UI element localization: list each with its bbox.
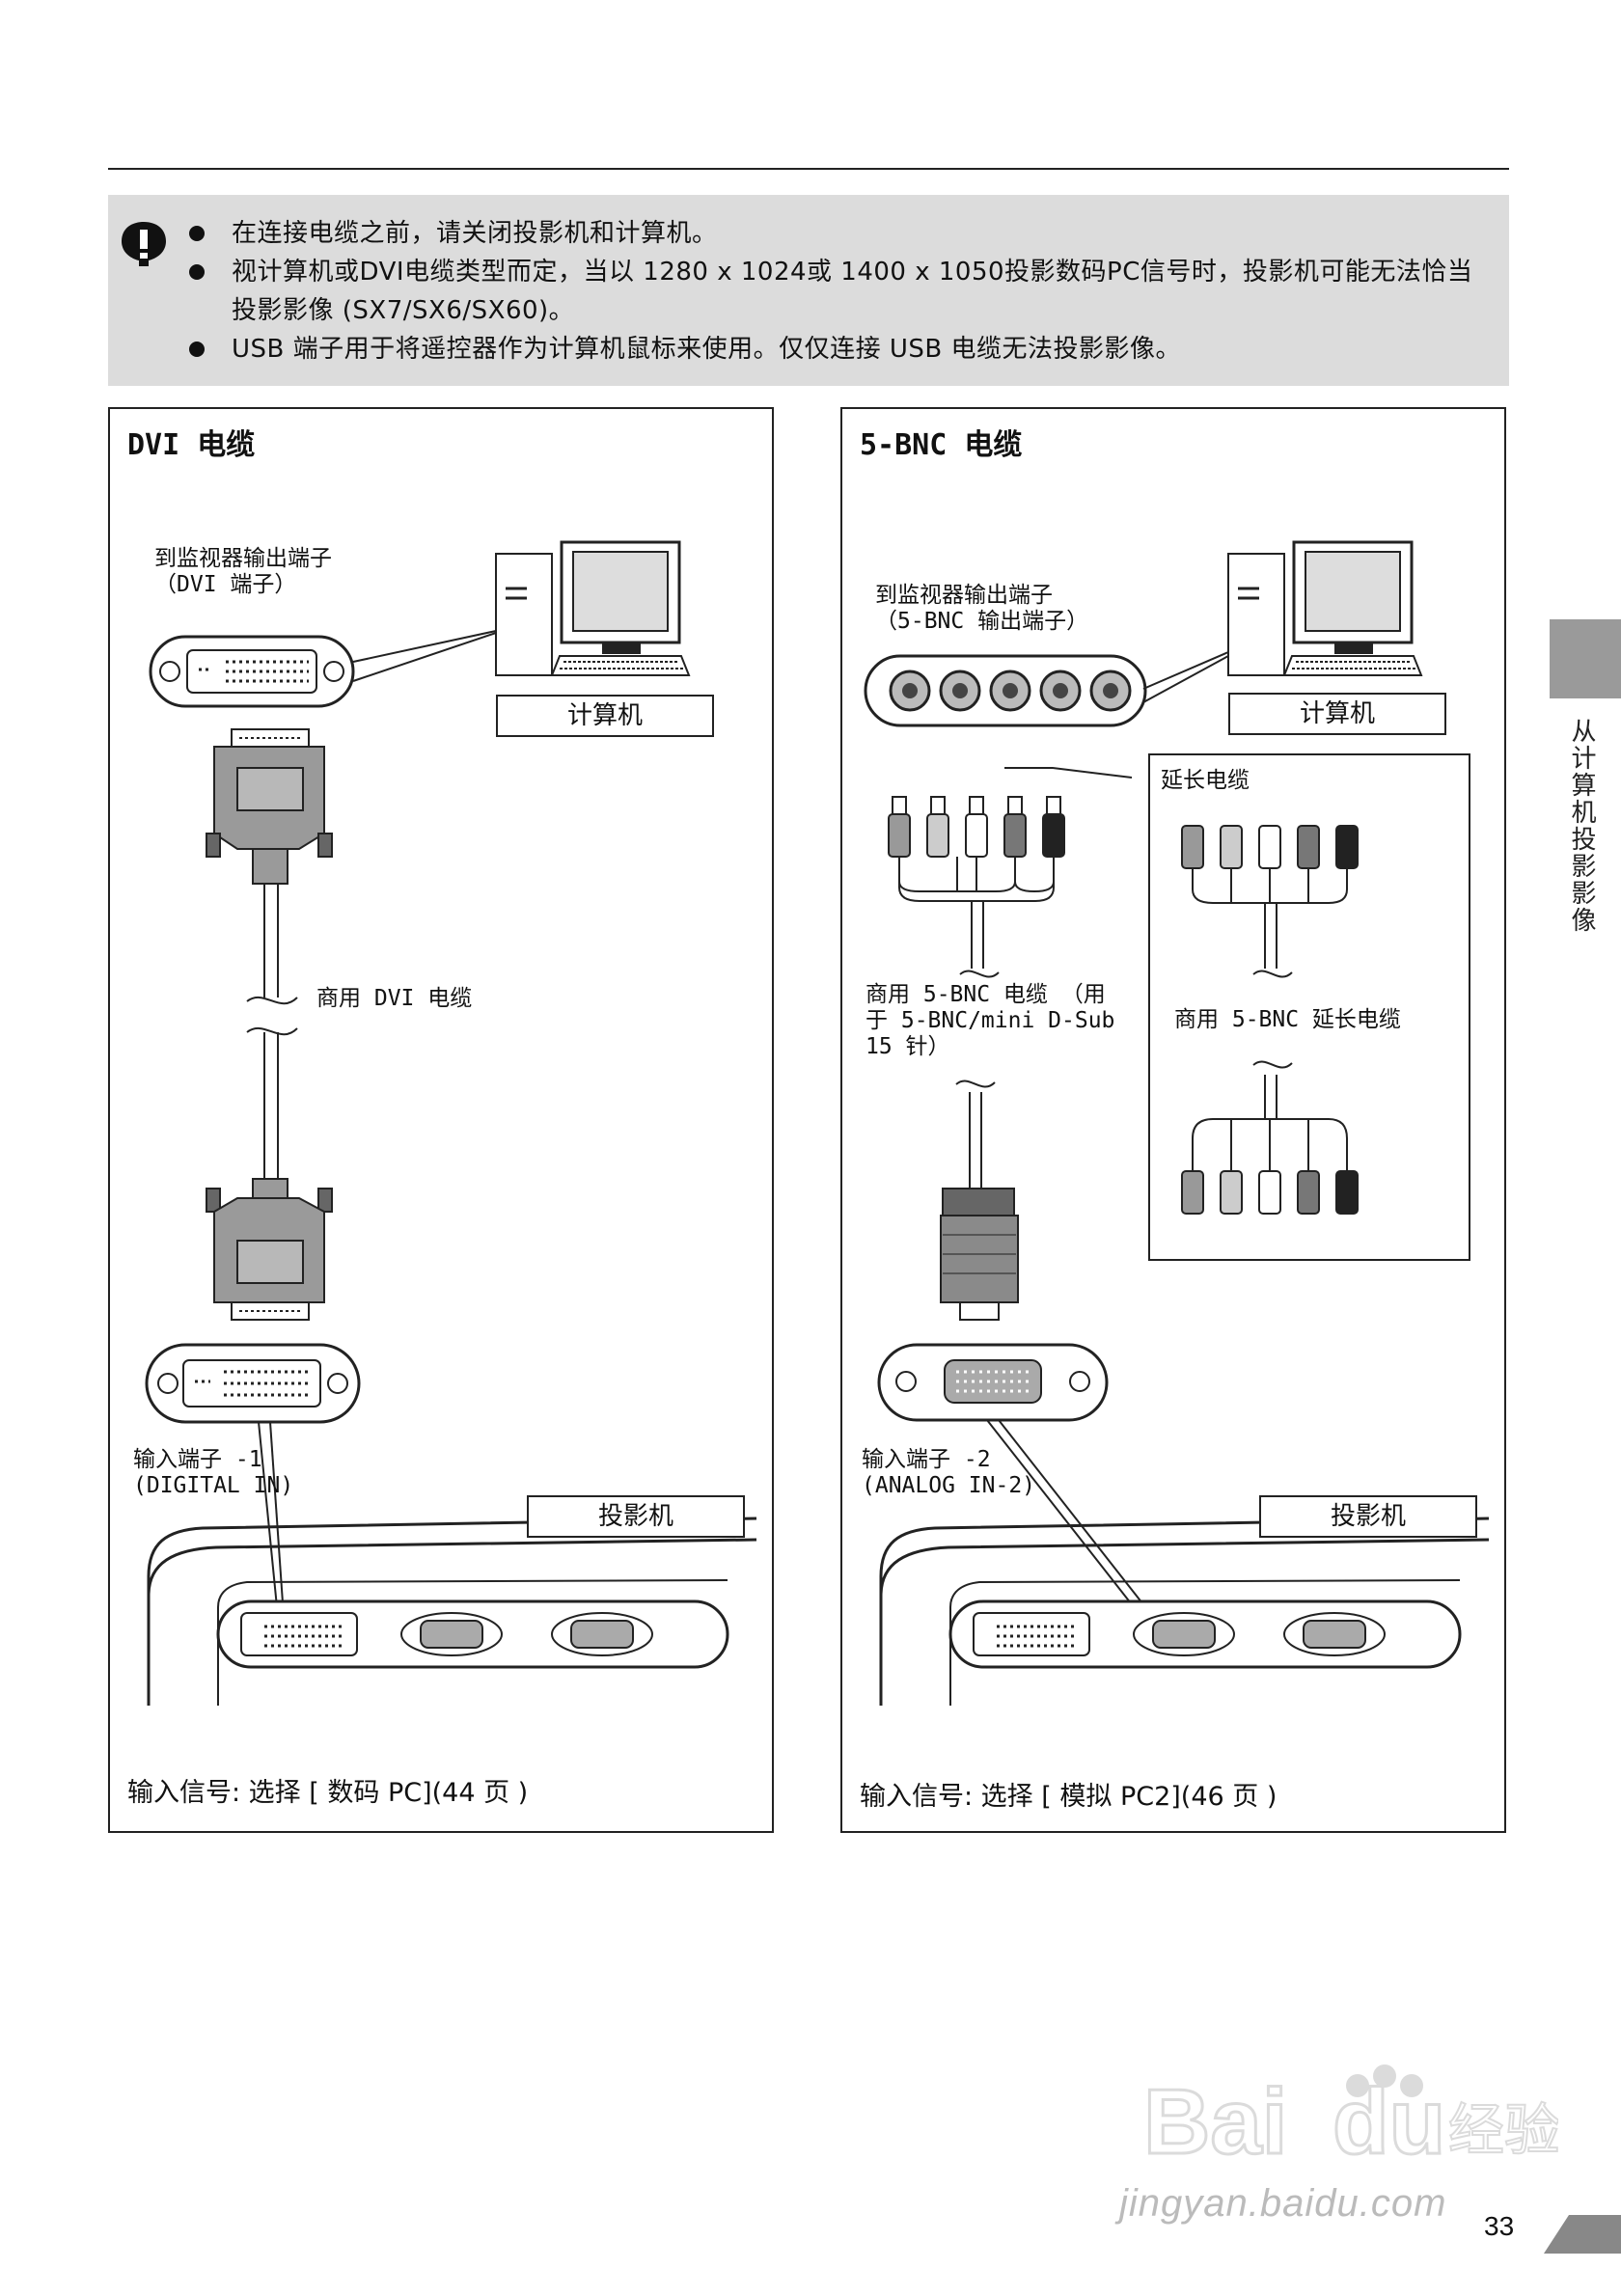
input-port-label: 输入端子 -2 (ANALOG IN-2) bbox=[862, 1447, 1036, 1498]
extension-cable-label: 延长电缆 bbox=[1161, 768, 1250, 793]
dvi-cable-panel: DVI 电缆 bbox=[108, 407, 774, 1833]
svg-text:du: du bbox=[1333, 2070, 1445, 2173]
projector-label: 投影机 bbox=[527, 1495, 745, 1538]
caution-box: 在连接电缆之前，请关闭投影机和计算机。 视计算机或DVI电缆类型而定，当以 12… bbox=[108, 195, 1509, 386]
monitor-port-label: 到监视器输出端子 （DVI 端子） bbox=[154, 546, 332, 597]
caution-item: USB 端子用于将遥控器作为计算机鼠标来使用。仅仅连接 USB 电缆无法投影影像… bbox=[185, 330, 1497, 369]
projector-panel-icon bbox=[147, 1517, 757, 1706]
bnc-cable-panel: 5-BNC 电缆 bbox=[840, 407, 1506, 1833]
bnc-plugs-icon bbox=[888, 796, 1065, 902]
section-tab bbox=[1550, 619, 1621, 698]
panel-title: DVI 电缆 bbox=[127, 428, 256, 462]
dvi-plug-icon bbox=[206, 728, 333, 885]
computer-icon bbox=[1227, 540, 1423, 676]
computer-label: 计算机 bbox=[1228, 693, 1446, 735]
input-signal-note: 输入信号: 选择 [ 数码 PC](44 页 ) bbox=[127, 1778, 529, 1808]
panel-title: 5-BNC 电缆 bbox=[860, 428, 1023, 462]
page-number: 33 bbox=[1484, 2211, 1515, 2241]
watermark-url: jingyan.baidu.com bbox=[1119, 2182, 1447, 2225]
vga-plug-icon bbox=[940, 1188, 1019, 1321]
dvi-connection-diagram bbox=[145, 540, 757, 1706]
cable-label: 商用 DVI 电缆 bbox=[316, 986, 473, 1011]
projector-panel-icon bbox=[879, 1517, 1490, 1706]
bnc-port-icon bbox=[864, 654, 1147, 727]
computer-icon bbox=[495, 540, 691, 676]
section-tab-label: 从计算机投影影像 bbox=[1567, 718, 1596, 934]
caution-item: 视计算机或DVI电缆类型而定，当以 1280 x 1024或 1400 x 10… bbox=[185, 253, 1497, 330]
computer-label: 计算机 bbox=[496, 695, 714, 737]
input-signal-note: 输入信号: 选择 [ 模拟 PC2](46 页 ) bbox=[860, 1782, 1278, 1812]
bnc-connection-diagram bbox=[864, 540, 1490, 1706]
input-port-label: 输入端子 -1 (DIGITAL IN) bbox=[133, 1447, 294, 1498]
monitor-port-label: 到监视器输出端子 （5-BNC 输出端子） bbox=[875, 583, 1089, 634]
vga-port-icon bbox=[877, 1343, 1109, 1422]
bnc-cable-label: 商用 5-BNC 电缆 （用 于 5-BNC/mini D-Sub 15 针） bbox=[865, 982, 1115, 1059]
page-corner-icon bbox=[1544, 2215, 1621, 2254]
dvi-plug-icon bbox=[206, 1178, 333, 1321]
dvi-port-icon bbox=[149, 635, 355, 708]
caution-icon bbox=[122, 222, 166, 266]
caution-item: 在连接电缆之前，请关闭投影机和计算机。 bbox=[185, 214, 1497, 253]
bnc-plugs-icon bbox=[1181, 825, 1359, 1215]
bnc-extension-cable-label: 商用 5-BNC 延长电缆 bbox=[1174, 1007, 1401, 1032]
svg-text:经验: 经验 bbox=[1448, 2097, 1558, 2163]
baidu-logo-watermark: Bai du 经验 bbox=[1143, 2064, 1558, 2175]
svg-text:Bai: Bai bbox=[1143, 2070, 1287, 2173]
projector-label: 投影机 bbox=[1259, 1495, 1477, 1538]
dvi-port-icon bbox=[145, 1343, 361, 1424]
top-rule bbox=[108, 168, 1509, 170]
